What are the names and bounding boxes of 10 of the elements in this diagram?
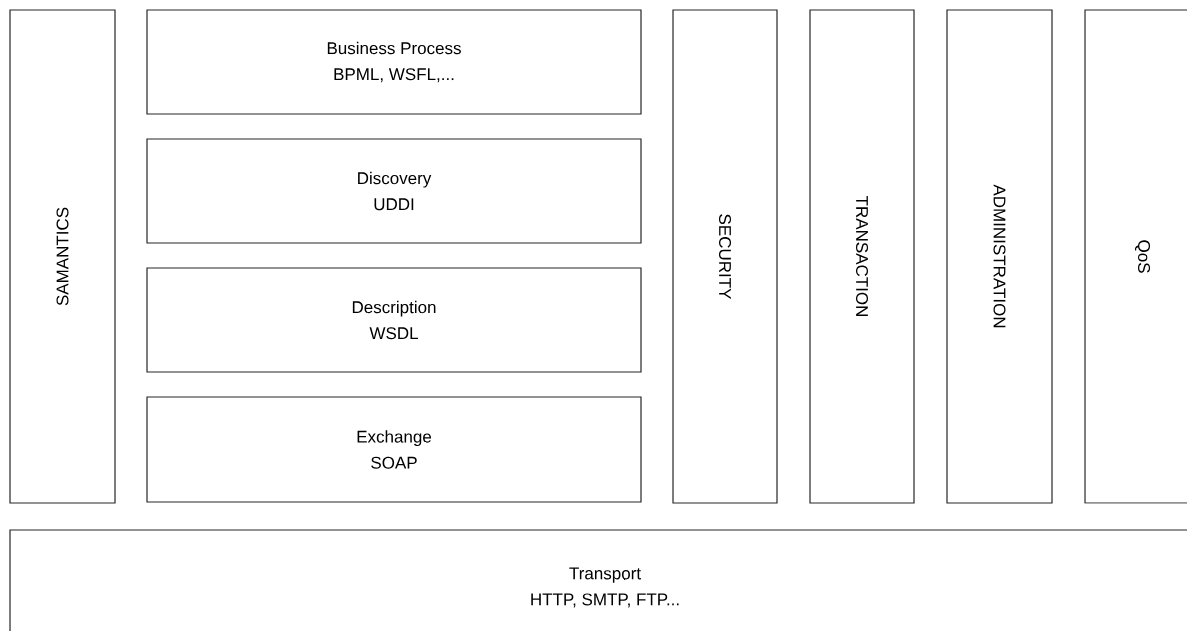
layer-box: TRANSACTION <box>809 9 915 504</box>
layer-box: Discovery UDDI <box>146 138 642 244</box>
layer-box: SECURITY <box>672 9 778 504</box>
layer-box: Exchange SOAP <box>146 396 642 503</box>
layer-box: Transport HTTP, SMTP, FTP... <box>9 529 1187 631</box>
layer-box: QoS <box>1084 9 1187 504</box>
layer-box: Description WSDL <box>146 267 642 373</box>
layer-box: Business Process BPML, WSFL,... <box>146 9 642 115</box>
layer-box: ADMINISTRATION <box>946 9 1053 504</box>
layer-box: SAMANTICS <box>9 9 116 504</box>
